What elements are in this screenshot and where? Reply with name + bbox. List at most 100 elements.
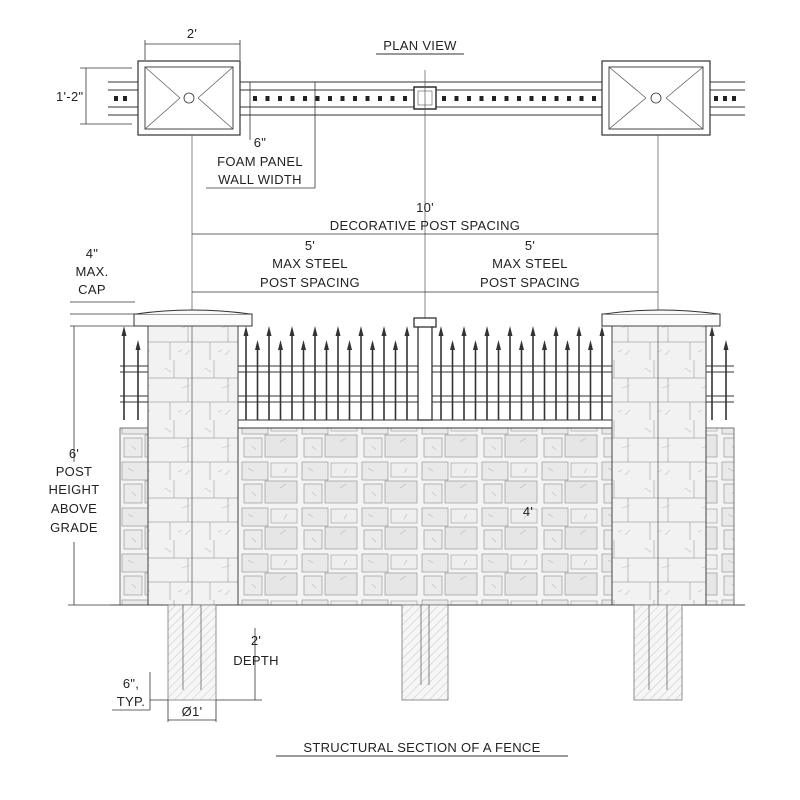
- picket: [335, 326, 341, 420]
- section-title: STRUCTURAL SECTION OF A FENCE: [303, 740, 540, 755]
- steel-post-center: [413, 317, 437, 421]
- plan-picket: [467, 96, 471, 101]
- height-dim: 6': [69, 446, 79, 461]
- footing-diameter-label: Ø1': [182, 704, 203, 719]
- plan-picket: [442, 96, 446, 101]
- plan-picket: [353, 96, 357, 101]
- plan-picket: [592, 96, 596, 101]
- picket: [473, 340, 478, 420]
- footing-offset-label: TYP.: [117, 694, 145, 709]
- post-width-dimension: 2': [144, 26, 241, 60]
- plan-picket: [542, 96, 546, 101]
- plan-picket: [315, 96, 320, 101]
- plan-picket: [479, 96, 484, 101]
- plan-post-left: [137, 60, 241, 136]
- picket: [542, 340, 547, 420]
- plan-picket: [340, 96, 345, 101]
- plan-picket: [390, 96, 395, 101]
- picket: [255, 340, 260, 420]
- plan-picket: [114, 96, 118, 101]
- plan-picket: [579, 96, 584, 101]
- footing-offset-dimension: 6", TYP.: [112, 672, 168, 711]
- picket: [709, 326, 715, 420]
- picket: [404, 326, 410, 420]
- picket: [121, 326, 127, 420]
- picket: [266, 326, 272, 420]
- plan-view: PLAN VIEW: [56, 26, 745, 189]
- picket: [438, 326, 444, 420]
- decorative-spacing-dimension: 10' DECORATIVE POST SPACING: [192, 200, 658, 235]
- picket: [278, 340, 283, 420]
- plan-picket: [365, 96, 370, 101]
- plan-picket: [328, 96, 332, 101]
- plan-view-title: PLAN VIEW: [383, 38, 457, 53]
- cap-dimension: 4" MAX. CAP: [70, 246, 135, 327]
- height-label-2: HEIGHT: [49, 482, 100, 497]
- stone-wall: 4': [119, 419, 735, 606]
- steel-left-label-2: POST SPACING: [260, 275, 360, 290]
- picket: [519, 340, 524, 420]
- steel-right-label-2: POST SPACING: [480, 275, 580, 290]
- steel-left-label-1: MAX STEEL: [272, 256, 348, 271]
- picket: [565, 340, 570, 420]
- picket: [381, 326, 387, 420]
- decorative-post-right: [601, 309, 721, 606]
- plan-picket: [123, 96, 127, 101]
- picket: [393, 340, 398, 420]
- steel-spacing-dimension: 5' MAX STEEL POST SPACING 5' MAX STEEL P…: [192, 238, 658, 293]
- picket: [370, 340, 375, 420]
- plan-picket: [403, 96, 407, 101]
- plan-picket: [454, 96, 459, 101]
- plan-picket: [529, 96, 534, 101]
- foam-panel-dimension: 6" FOAM PANEL WALL WIDTH: [206, 82, 316, 189]
- picket: [301, 340, 306, 420]
- picket: [507, 326, 513, 420]
- foam-panel-dim: 6": [254, 135, 267, 150]
- picket: [450, 340, 455, 420]
- post-depth-dimension: 1'-2": [56, 67, 132, 125]
- picket: [599, 326, 605, 420]
- post-depth-label: 1'-2": [56, 89, 83, 104]
- steel-right-dim: 5': [525, 238, 535, 253]
- plan-post-right: [601, 60, 711, 136]
- picket: [324, 340, 329, 420]
- plan-picket: [504, 96, 509, 101]
- fence-pickets: [121, 326, 729, 420]
- plan-picket: [567, 96, 571, 101]
- projection-lines: [191, 70, 659, 320]
- cap-label-1: MAX.: [76, 264, 109, 279]
- post-height-dimension: 6' POST HEIGHT ABOVE GRADE: [40, 326, 120, 606]
- steel-right-label-1: MAX STEEL: [492, 256, 568, 271]
- picket: [243, 326, 249, 420]
- spacing-total-dim: 10': [416, 200, 434, 215]
- plan-picket: [714, 96, 718, 101]
- foam-panel-label-2: WALL WIDTH: [218, 172, 302, 187]
- plan-picket: [723, 96, 727, 101]
- height-label-4: GRADE: [50, 520, 98, 535]
- plan-picket: [265, 96, 270, 101]
- footing-center: [401, 604, 449, 701]
- picket: [358, 326, 364, 420]
- picket: [530, 326, 536, 420]
- depth-dim: 2': [251, 633, 261, 648]
- plan-picket: [253, 96, 257, 101]
- picket: [461, 326, 467, 420]
- height-label-1: POST: [56, 464, 93, 479]
- height-label-3: ABOVE: [51, 501, 97, 516]
- footing-diameter-dimension: Ø1': [167, 700, 217, 722]
- picket: [496, 340, 501, 420]
- picket: [289, 326, 295, 420]
- depth-dimension: 2' DEPTH: [216, 628, 279, 701]
- plan-pickets: [114, 96, 736, 101]
- wall-height-dim: 4': [523, 504, 533, 519]
- plan-picket: [290, 96, 295, 101]
- foam-panel-label-1: FOAM PANEL: [217, 154, 303, 169]
- footing-right: [633, 604, 683, 701]
- post-width-label: 2': [187, 26, 197, 41]
- depth-label: DEPTH: [233, 653, 279, 668]
- picket: [723, 340, 729, 420]
- picket: [347, 340, 352, 420]
- plan-picket: [517, 96, 521, 101]
- spacing-total-label: DECORATIVE POST SPACING: [330, 218, 520, 233]
